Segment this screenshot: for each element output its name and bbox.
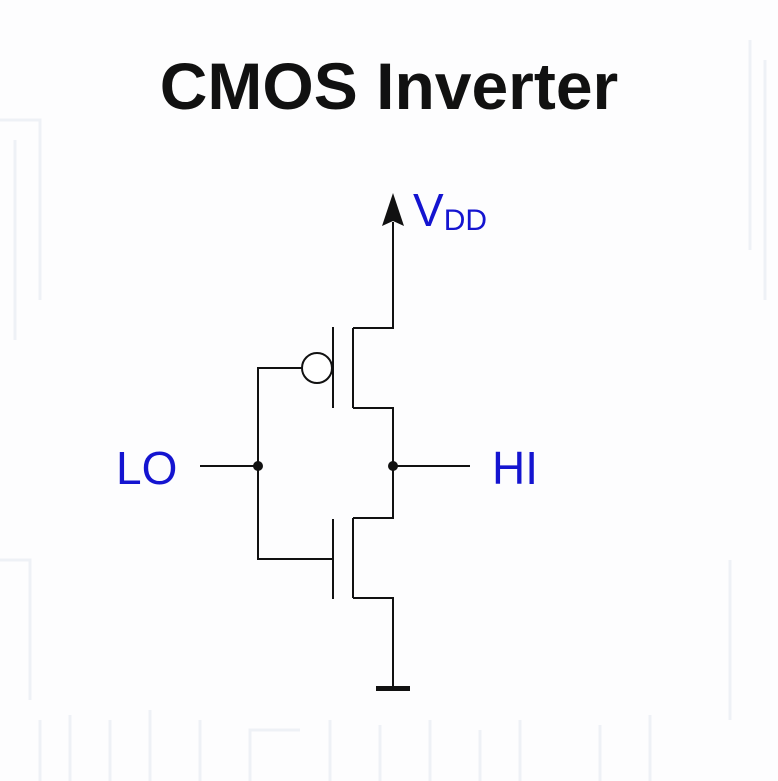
ground-symbol-icon xyxy=(376,686,410,691)
vdd-arrow-icon xyxy=(382,193,404,226)
vdd-label: VDD xyxy=(413,184,487,237)
output-label: HI xyxy=(492,442,538,494)
output-junction-node xyxy=(388,461,398,471)
vdd-wire xyxy=(353,222,394,329)
pmos-inversion-bubble xyxy=(301,352,333,384)
input-junction-node xyxy=(253,461,263,471)
input-label: LO xyxy=(116,442,177,494)
gate-wire xyxy=(257,367,333,560)
page-title: CMOS Inverter xyxy=(159,49,619,123)
pmos-drain-wire xyxy=(353,407,394,519)
nmos-source-wire xyxy=(353,597,394,688)
vdd-subscript: DD xyxy=(444,204,487,237)
